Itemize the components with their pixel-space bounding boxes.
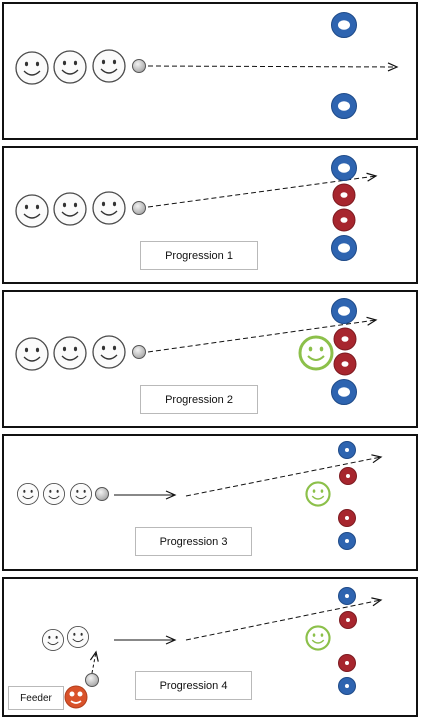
green-defender-icon <box>305 481 331 507</box>
red-cone-icon <box>332 208 356 232</box>
pass-path-arrow <box>147 62 399 72</box>
smiley-face-icon <box>15 194 49 228</box>
progression-3-label: Progression 3 <box>135 527 252 556</box>
smiley-face-icon <box>42 629 64 651</box>
panel-4-contents <box>17 441 383 550</box>
smiley-face-icon <box>67 626 89 648</box>
pass-path-arrow <box>147 172 378 208</box>
ball-icon <box>132 345 146 359</box>
smiley-face-icon <box>53 192 87 226</box>
ball-icon <box>95 487 109 501</box>
red-cone-icon <box>332 183 356 207</box>
red-cone-icon <box>339 611 357 629</box>
smiley-face-icon <box>92 49 126 83</box>
blue-cone-icon <box>331 298 357 324</box>
blue-cone-icon <box>331 93 357 119</box>
ball-icon <box>132 59 146 73</box>
blue-cone-icon <box>338 587 356 605</box>
smiley-face-icon <box>53 50 87 84</box>
feeder-label: Feeder <box>8 686 64 710</box>
green-defender-icon <box>298 335 334 371</box>
panel-3-contents <box>15 298 378 405</box>
progression-2-label: Progression 2 <box>140 385 258 414</box>
blue-cone-icon <box>331 155 357 181</box>
smiley-face-icon <box>92 191 126 225</box>
progression-4-label: Progression 4 <box>135 671 252 700</box>
blue-cone-icon <box>338 677 356 695</box>
blue-cone-icon <box>331 379 357 405</box>
smiley-face-icon <box>17 483 39 505</box>
red-cone-icon <box>338 509 356 527</box>
smiley-face-icon <box>53 336 87 370</box>
pass-path-arrow <box>185 597 383 641</box>
blue-cone-icon <box>331 12 357 38</box>
red-cone-icon <box>338 654 356 672</box>
smiley-face-icon <box>70 483 92 505</box>
feed-path-arrow <box>89 650 99 674</box>
blue-cone-icon <box>331 235 357 261</box>
panel-1-contents <box>15 12 399 119</box>
green-defender-icon <box>305 625 331 651</box>
smiley-face-icon <box>92 335 126 369</box>
panel-5-contents <box>42 587 383 709</box>
red-cone-icon <box>339 467 357 485</box>
blue-cone-icon <box>338 441 356 459</box>
feeder-icon <box>64 685 88 709</box>
ball-icon <box>132 201 146 215</box>
smiley-face-icon <box>15 51 49 85</box>
pass-path-arrow <box>147 316 378 353</box>
panel-2-contents <box>15 155 378 261</box>
blue-cone-icon <box>338 532 356 550</box>
pass-path-arrow <box>185 454 383 497</box>
red-cone-icon <box>333 352 357 376</box>
progression-1-label: Progression 1 <box>140 241 258 270</box>
ball-icon <box>85 673 99 687</box>
smiley-face-icon <box>43 483 65 505</box>
red-cone-icon <box>333 327 357 351</box>
smiley-face-icon <box>15 337 49 371</box>
